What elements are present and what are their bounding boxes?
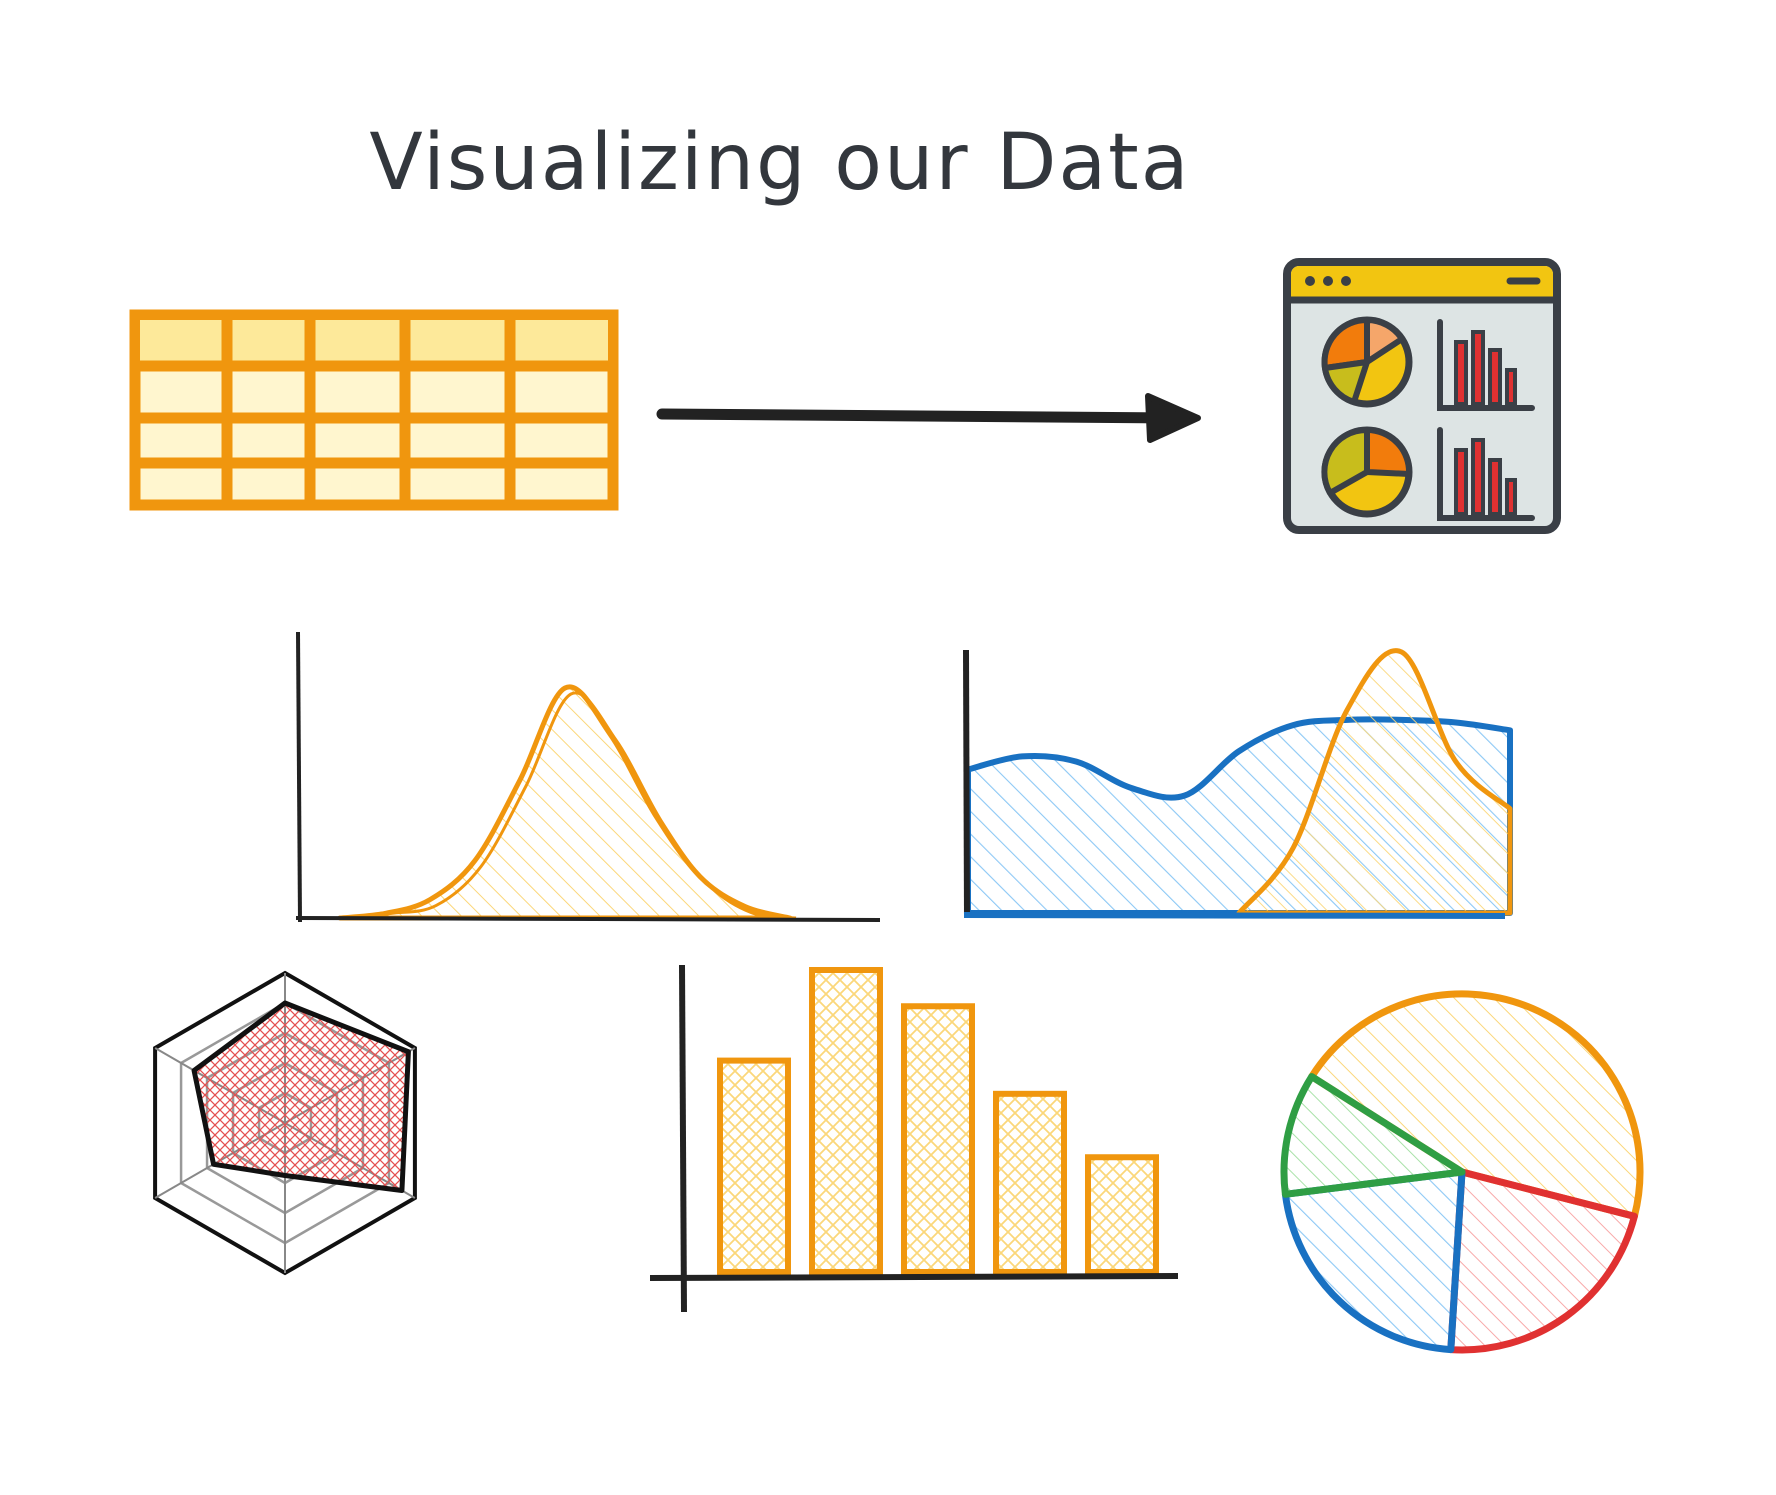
pie-slice-green [1280, 1073, 1466, 1198]
x-axis [295, 916, 881, 922]
bar [1085, 1154, 1159, 1275]
arrow-right-icon [656, 393, 1201, 443]
bar [993, 1090, 1067, 1275]
pie-slice-blue [1281, 1168, 1466, 1354]
spreadsheet-table-icon [129, 309, 619, 511]
bar [717, 1057, 791, 1275]
y-axis [296, 631, 302, 923]
area-series-orange [1236, 648, 1513, 916]
y-axis [679, 964, 687, 1313]
bar [809, 967, 883, 1275]
bar [901, 1003, 975, 1275]
bell-curve-area [337, 684, 793, 921]
radar-chart [153, 970, 417, 1276]
y-axis [963, 649, 970, 919]
radar-series-polygon [191, 1000, 411, 1193]
overlap-area-chart [963, 648, 1513, 919]
bell-curve-outline [345, 691, 797, 920]
pie-slice-orange [1308, 990, 1644, 1220]
pie-chart [1280, 990, 1644, 1354]
dashboard-icon [1283, 258, 1561, 534]
pie-slice-red [1447, 1168, 1638, 1354]
bar-chart [649, 964, 1179, 1313]
page-title: Visualizing our Data [369, 118, 1191, 208]
x-axis [649, 1273, 1179, 1281]
bell-curve-chart [295, 631, 881, 923]
x-axis [963, 912, 1506, 919]
